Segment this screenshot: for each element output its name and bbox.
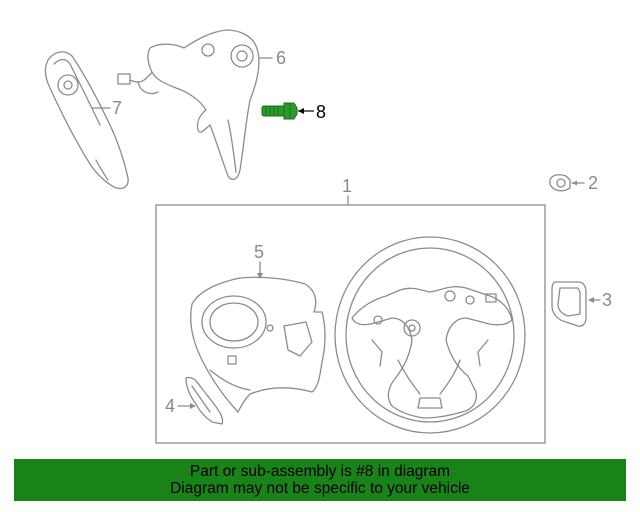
callout-1: 1 xyxy=(342,176,352,196)
callout-6: 6 xyxy=(276,48,286,68)
callout-2: 2 xyxy=(588,173,598,193)
callout-4: 4 xyxy=(165,396,175,416)
banner-line-1: Part or sub-assembly is #8 in diagram xyxy=(189,463,451,480)
part-6-switch xyxy=(117,29,273,181)
callout-5: 5 xyxy=(254,242,264,262)
callout-7: 7 xyxy=(112,98,122,118)
part-7-cover xyxy=(44,51,129,190)
assembly-box xyxy=(155,204,546,444)
part-3-cover xyxy=(551,281,601,327)
callout-8: 8 xyxy=(316,102,326,122)
part-2-clip xyxy=(549,174,585,192)
part-5-airbag xyxy=(190,261,326,413)
info-banner: Part or sub-assembly is #8 in diagram Di… xyxy=(14,459,626,501)
part-4-trim xyxy=(177,376,224,425)
part-8-bolt xyxy=(261,102,298,120)
callout-3: 3 xyxy=(602,290,612,310)
steering-wheel xyxy=(334,236,526,434)
banner-line-2: Diagram may not be specific to your vehi… xyxy=(170,480,470,497)
callout-8-leader xyxy=(298,108,314,114)
